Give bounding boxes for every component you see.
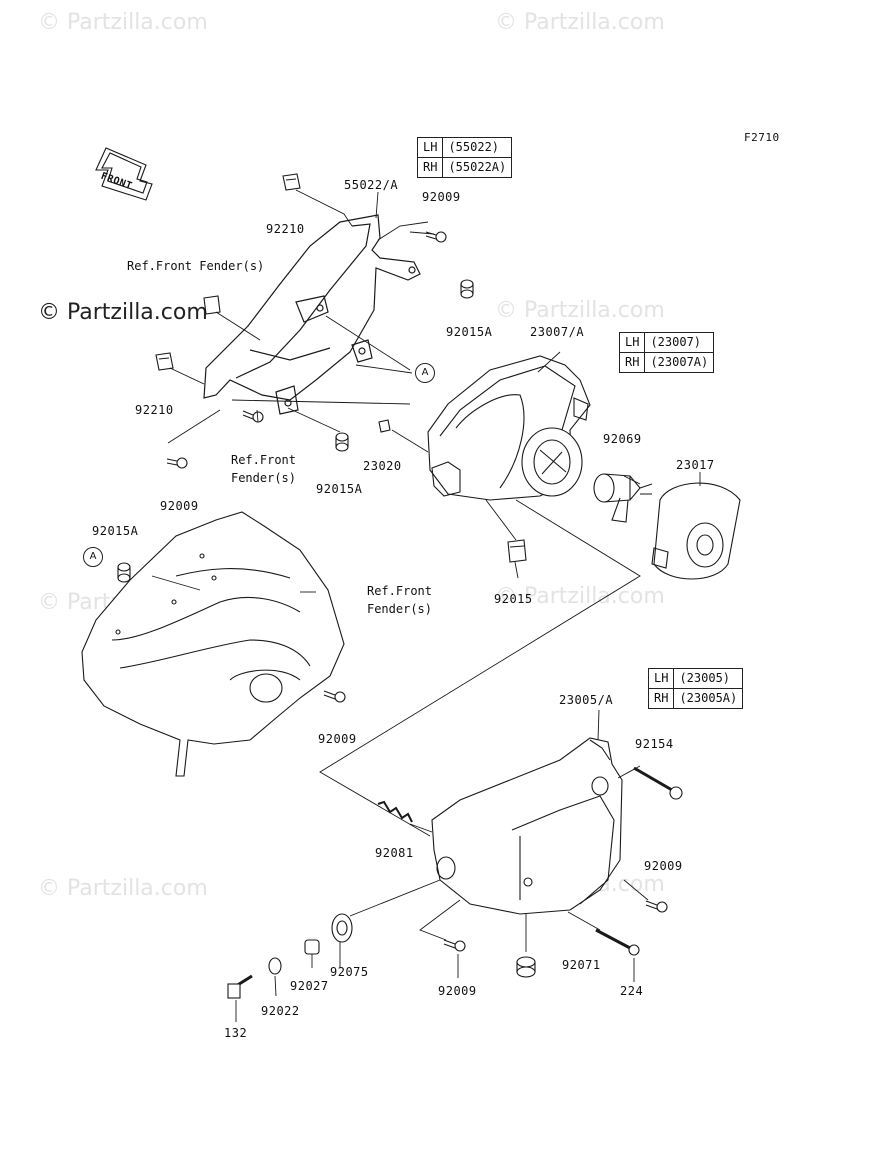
part-label: 92022 (261, 1004, 300, 1018)
part-label: 23005/A (559, 693, 614, 707)
table-row: LH(23005) (647, 668, 744, 689)
table-row: LH(23007) (618, 332, 715, 353)
collar-92015A-a (460, 279, 474, 299)
part-label: 132 (224, 1026, 248, 1040)
cover-23017 (651, 482, 741, 580)
watermark: © Partzilla.com (495, 10, 665, 35)
screw-92009-b (166, 457, 188, 469)
variant-table-55022: LH(55022) RH(55022A) (416, 137, 513, 178)
part-label: 92009 (422, 190, 461, 204)
clip-92210-upper (282, 173, 301, 191)
bulb-92069 (593, 473, 653, 523)
nut-23020 (378, 419, 391, 433)
ref-front-fender-cowl: Ref.Front Fender(s) (366, 584, 432, 616)
front-fender-cowl (81, 511, 345, 777)
screw-92015A-bracket (242, 410, 264, 423)
headlight-bracket (203, 214, 421, 415)
part-label: 92015A (92, 524, 139, 538)
part-label: 92009 (160, 499, 199, 513)
part-label: 55022/A (344, 178, 399, 192)
part-label: 92210 (266, 222, 305, 236)
clip-92015 (507, 539, 527, 563)
variant-table-23007: LH(23007) RH(23007A) (618, 332, 715, 373)
part-label: 92071 (562, 958, 601, 972)
table-row: RH(55022A) (416, 157, 513, 178)
part-label: 92015A (316, 482, 363, 496)
watermark: © Partzilla.com (38, 300, 208, 325)
watermark: © Partzilla.com (38, 876, 208, 901)
part-label: 23020 (363, 459, 402, 473)
watermark: © Partzilla.com (495, 584, 665, 609)
clip-92210-lower (155, 352, 174, 371)
headlight-unit (427, 355, 591, 501)
collar-92015A-c (117, 562, 131, 583)
part-label: 92015 (494, 592, 533, 606)
figure-code: F2710 (744, 131, 780, 144)
variant-table-23005: LH(23005) RH(23005A) (647, 668, 744, 709)
grommet-92071 (516, 956, 536, 978)
table-row: RH(23007A) (618, 352, 715, 373)
part-label: 92027 (290, 979, 329, 993)
screw-92009-e (443, 939, 466, 952)
front-arrow-icon (95, 147, 153, 201)
screw-92009-d (645, 900, 668, 913)
headlight-housing (431, 737, 623, 915)
circle-marker-a: A (83, 547, 103, 567)
part-label: 92075 (330, 965, 369, 979)
circle-marker-a: A (415, 363, 435, 383)
part-label: 23017 (676, 458, 715, 472)
leader-lines (151, 189, 701, 1022)
bolt-132 (227, 974, 253, 999)
spring-92081 (377, 800, 413, 823)
part-label: 224 (620, 984, 644, 998)
part-label: 92154 (635, 737, 674, 751)
part-label: 92015A (446, 325, 493, 339)
table-row: RH(23005A) (647, 688, 744, 709)
part-label: 92009 (644, 859, 683, 873)
part-label: 92081 (375, 846, 414, 860)
part-label: 92009 (438, 984, 477, 998)
watermark: © Partzilla.com (38, 10, 208, 35)
washer-92022 (268, 957, 282, 975)
collar-92027 (304, 939, 320, 955)
collar-92015A-b (335, 432, 349, 452)
ref-front-fender-mid: Ref.Front Fender(s) (230, 453, 296, 485)
part-label: 23007/A (530, 325, 585, 339)
ref-front-fender-top: Ref.Front Fender(s) (127, 259, 265, 273)
screw-92009-c (323, 690, 346, 703)
screw-92009-a (425, 231, 447, 243)
part-label: 92210 (135, 403, 174, 417)
clip-ref-fender (203, 295, 221, 315)
table-row: LH(55022) (416, 137, 513, 158)
part-label: 92069 (603, 432, 642, 446)
part-label: 92009 (318, 732, 357, 746)
grommet-92075 (331, 913, 353, 943)
bolt-224 (595, 928, 640, 956)
watermark: © Partzilla.com (495, 298, 665, 323)
bolt-92154 (633, 766, 683, 800)
